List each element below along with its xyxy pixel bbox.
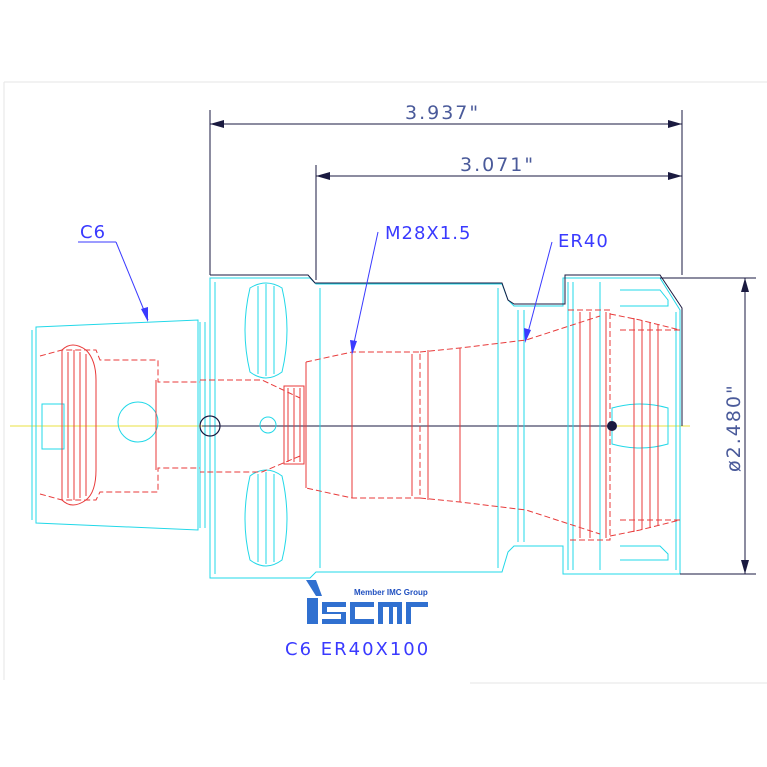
callout-shank-label: C6	[80, 222, 106, 243]
shank-hidden-lines	[39, 344, 200, 506]
body-hidden-lines	[200, 315, 601, 535]
body-outline	[209, 274, 683, 579]
dimension-overall-label: 3.937"	[405, 102, 480, 124]
shank-outline	[31, 319, 206, 531]
logo-tagline: Member IMC Group	[354, 588, 428, 597]
callout-shank	[78, 241, 149, 322]
callout-thread	[350, 231, 379, 355]
drawing-frame	[3, 81, 767, 684]
dimension-diameter-label: ø2.480"	[723, 383, 745, 472]
center-markers	[199, 415, 617, 437]
dimension-gauge	[315, 165, 682, 280]
drive-slots	[244, 282, 669, 567]
dimension-diameter	[660, 277, 756, 575]
dimension-overall	[209, 110, 683, 275]
iscar-logo: Member IMC Group	[306, 580, 428, 624]
callout-collet	[524, 241, 553, 343]
dimension-gauge-label: 3.071"	[460, 154, 535, 176]
callout-collet-label: ER40	[558, 231, 609, 252]
part-number: C6 ER40X100	[285, 639, 430, 660]
callout-thread-label: M28X1.5	[385, 223, 471, 244]
nut-hidden-lines	[568, 309, 681, 541]
